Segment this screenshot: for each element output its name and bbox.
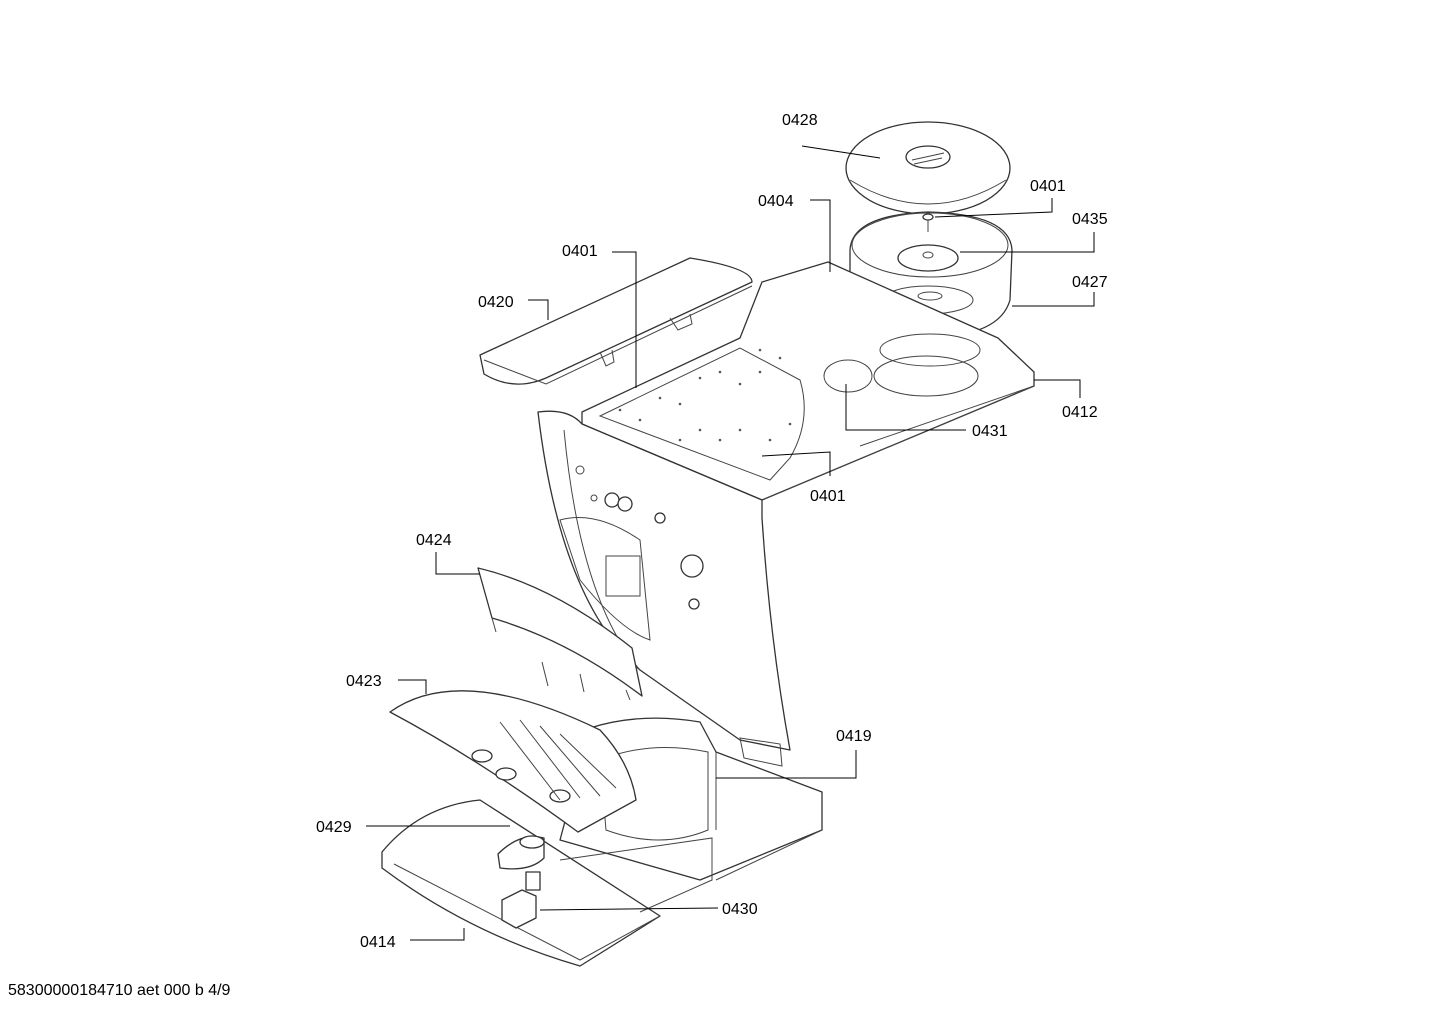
callout-0435: 0435: [1072, 211, 1108, 228]
part-side-cover: [479, 257, 753, 385]
part-drip-tray-housing: [559, 717, 823, 881]
part-front-housing: [537, 410, 791, 751]
callout-0429: 0429: [316, 819, 352, 836]
callout-0423: 0423: [346, 673, 382, 690]
callout-0428: 0428: [782, 112, 818, 129]
callout-labels: 0428 0401 0404 0435 0401 0427 0420 0412 …: [316, 112, 1108, 951]
part-base-tray: [381, 799, 713, 967]
callout-0430: 0430: [722, 901, 758, 918]
callout-0401-left: 0401: [562, 243, 598, 260]
callout-0419: 0419: [836, 728, 872, 745]
screw-icon-top: [922, 213, 934, 232]
callout-0401-top: 0401: [1030, 178, 1066, 195]
callout-0414: 0414: [360, 934, 396, 951]
drawing-reference-footer: 58300000184710 aet 000 b 4/9: [8, 982, 231, 999]
part-valve: [501, 871, 541, 929]
part-drip-grille: [389, 690, 637, 833]
callout-0420: 0420: [478, 294, 514, 311]
part-front-panel: [477, 567, 643, 701]
grille-dots: [618, 348, 792, 442]
leader-lines: [366, 145, 1095, 941]
part-float: [497, 835, 545, 870]
callout-0427: 0427: [1072, 274, 1108, 291]
callout-0431: 0431: [972, 423, 1008, 440]
callout-0404: 0404: [758, 193, 794, 210]
callout-0401-bottom: 0401: [810, 488, 846, 505]
part-lid: [845, 121, 1011, 215]
callout-0424: 0424: [416, 532, 452, 549]
callout-0412: 0412: [1062, 404, 1098, 421]
